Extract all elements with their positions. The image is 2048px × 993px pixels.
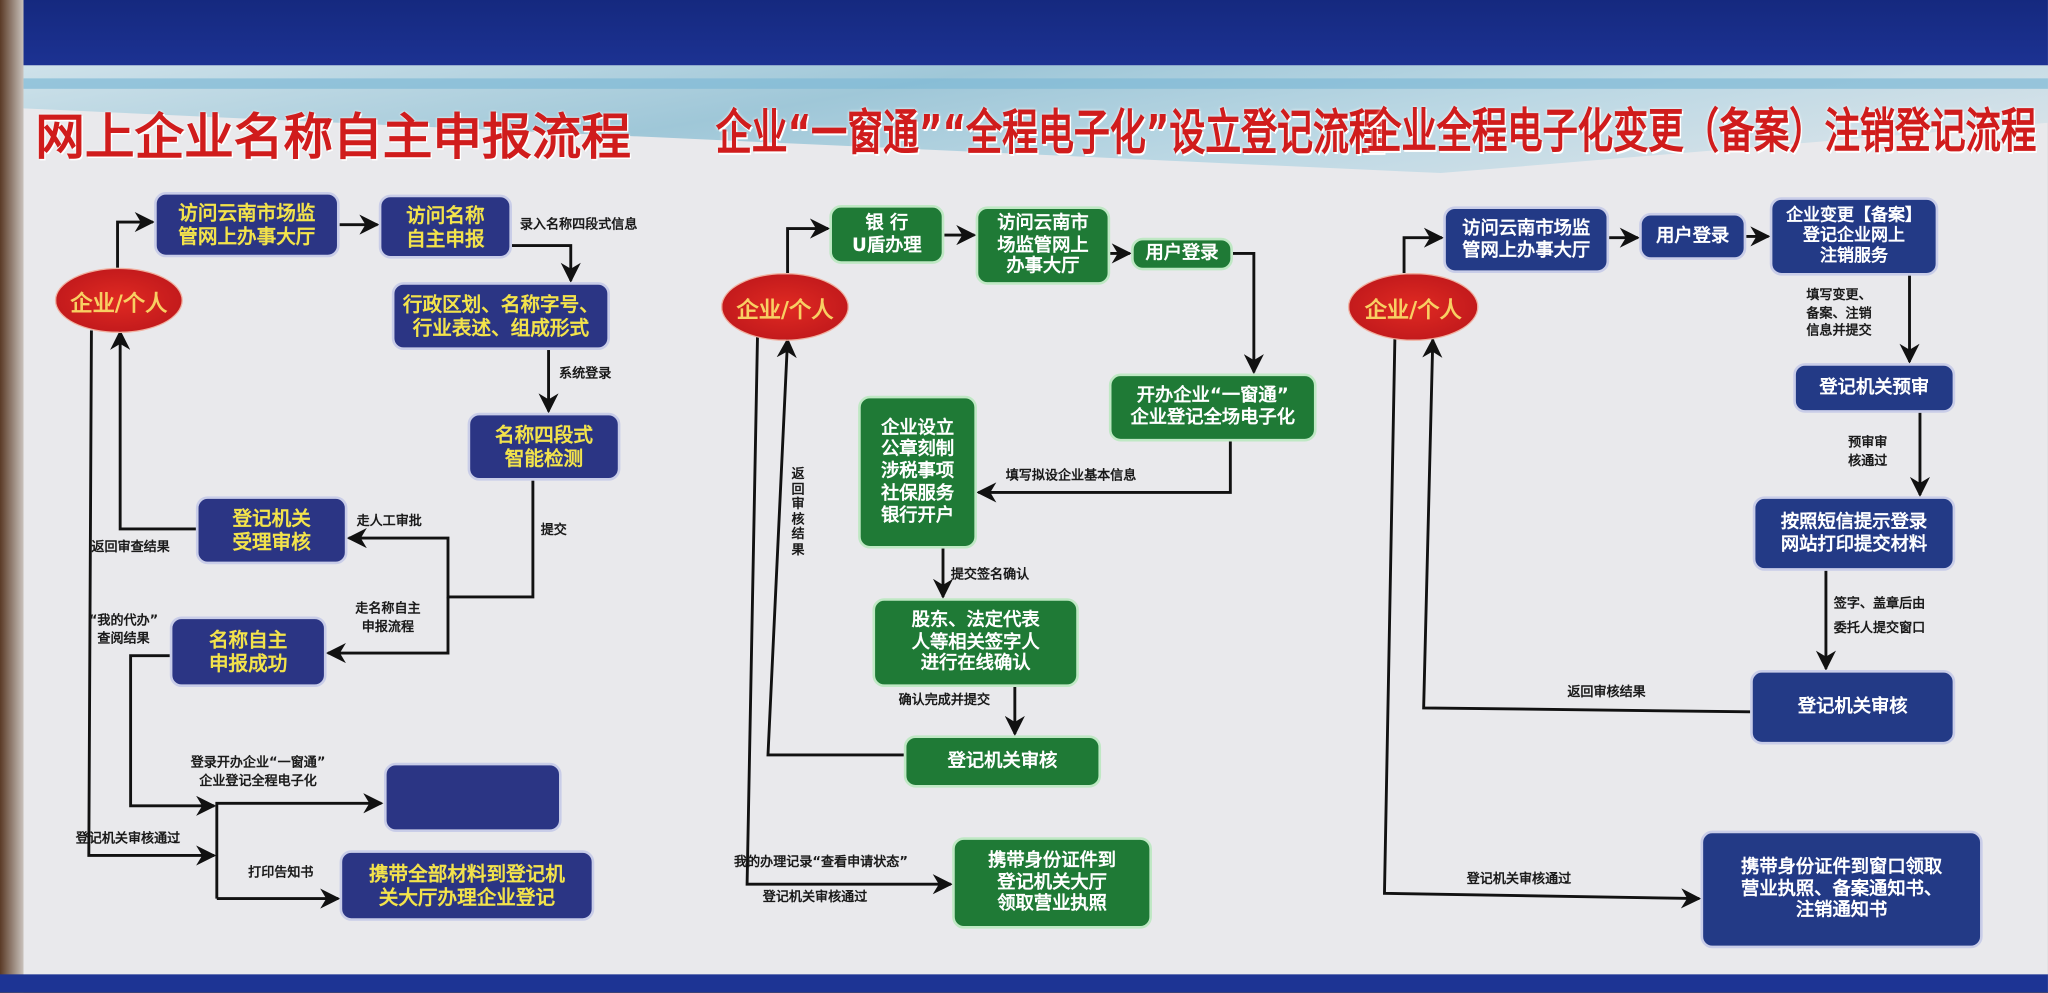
connector — [1422, 337, 1751, 714]
step-user-login: 用户登录 — [1131, 237, 1233, 271]
step-collect-license: 携带身份证件到 登记机关大厅 领取营业执照 — [952, 837, 1152, 929]
step-online-confirm: 股东、法定代表 人等相关签字人 进行在线确认 — [872, 598, 1079, 688]
start-enterprise-individual: 企业/个人 — [1347, 272, 1479, 341]
connector — [1402, 227, 1444, 273]
step-bank-ukey: 银 行 U盾办理 — [829, 205, 945, 264]
start-enterprise-individual: 企业/个人 — [720, 272, 849, 341]
bottom-band — [0, 974, 2048, 993]
label-login-one-window: 登录开办企业“一窗通” 企业登记全程电子化 — [190, 756, 326, 789]
title-name-declaration: 网上企业名称自主申报流程 — [35, 108, 631, 166]
step-visit-online-hall: 访问云南市场监 管网上办事大厅 — [1443, 206, 1610, 273]
step-name-components: 行政区划、名称字号、 行业表述、组成形式 — [391, 282, 610, 351]
connector — [116, 211, 155, 268]
label-self-declaration-flow: 走名称自主 申报流程 — [355, 602, 421, 635]
header-stripe — [23, 78, 2048, 89]
connector — [786, 218, 831, 273]
connector — [346, 480, 535, 599]
step-print-materials: 按照短信提示登录 网站打印提交材料 — [1752, 496, 1956, 571]
label-return-result: 返回审核结果 — [1567, 685, 1646, 701]
label-check-status: 我的办理记录“查看申请状态” — [734, 855, 908, 870]
step-visit-online-hall: 访问云南市 场监管网上 办事大厅 — [975, 206, 1111, 285]
label-review-passed: 登记机关审核通过 — [1466, 872, 1572, 887]
connector — [87, 330, 217, 866]
step-declaration-success: 名称自主 申报成功 — [169, 616, 327, 688]
label-review-passed: 登记机关审核通过 — [75, 831, 181, 847]
label-sign-seal-submit: 签字、盖章后由 委托人提交窗口 — [1833, 596, 1926, 637]
label-my-agency: “我的代办” 查阅结果 — [88, 613, 159, 646]
label-pre-review-passed: 预审审 核通过 — [1848, 436, 1888, 469]
top-band — [0, 0, 2048, 66]
connector — [1383, 336, 1702, 909]
step-authority-review: 登记机关审核 — [1750, 670, 1956, 745]
title-one-window-registration: 企业“一窗通”“全程电子化”设立登记流程 — [715, 105, 1385, 162]
title-change-cancellation: 企业全程电子化变更（备案）注销登记流程 — [1366, 105, 2037, 160]
step-blank — [383, 762, 562, 832]
step-collect-documents: 携带身份证件到窗口领取 营业执照、备案通知书、 注销通知书 — [1700, 830, 1983, 949]
connector — [1232, 251, 1264, 375]
step-smart-check: 名称四段式 智能检测 — [467, 412, 621, 481]
label-return-result: 返回审查结果 — [91, 540, 170, 556]
connector — [766, 337, 904, 757]
step-change-cancel-service: 企业变更【备案】 登记企业网上 注销服务 — [1769, 197, 1939, 276]
step-visit-online-hall: 访问云南市场监 管网上办事大厅 — [154, 191, 340, 258]
label-return-result-vertical: 返 回 审 核 结 果 — [791, 467, 805, 558]
label-system-login: 系统登录 — [559, 367, 612, 382]
label-enter-name-info: 录入名称四段式信息 — [519, 218, 638, 233]
step-user-login: 用户登录 — [1639, 212, 1747, 260]
connector — [129, 654, 217, 816]
label-fill-basic-info: 填写拟设企业基本信息 — [1005, 468, 1137, 484]
step-pre-review: 登记机关预审 — [1793, 363, 1956, 413]
label-review-passed: 登记机关审核通过 — [762, 890, 868, 906]
connector — [215, 793, 384, 899]
step-one-window: 开办企业“一窗通” 企业登记全场电子化 — [1108, 373, 1317, 442]
label-confirm-submit: 确认完成并提交 — [898, 693, 991, 708]
connector — [511, 244, 581, 283]
connector — [745, 334, 953, 895]
step-authority-review: 登记机关审核 — [903, 735, 1102, 788]
connector — [325, 596, 450, 664]
step-enterprise-setup-services: 企业设立 公章刻制 涉税事项 社保服务 银行开户 — [858, 395, 977, 549]
poster-frame — [0, 0, 24, 993]
start-enterprise-individual: 企业/个人 — [54, 267, 183, 334]
step-name-declaration: 访问名称 自主申报 — [378, 194, 512, 259]
step-bring-materials: 携带全部材料到登记机 关大厅办理企业登记 — [339, 850, 595, 921]
connector — [976, 441, 1232, 503]
step-authority-review: 登记机关 受理审核 — [195, 496, 348, 565]
label-manual-approval: 走人工审批 — [356, 514, 422, 529]
label-submit-signature: 提交签名确认 — [950, 568, 1030, 583]
connector — [110, 329, 196, 531]
label-fill-change-info: 填写变更、 备案、注销 信息并提交 — [1806, 288, 1872, 339]
label-print-notice: 打印告知书 — [248, 865, 314, 881]
label-submit: 提交 — [540, 523, 567, 539]
